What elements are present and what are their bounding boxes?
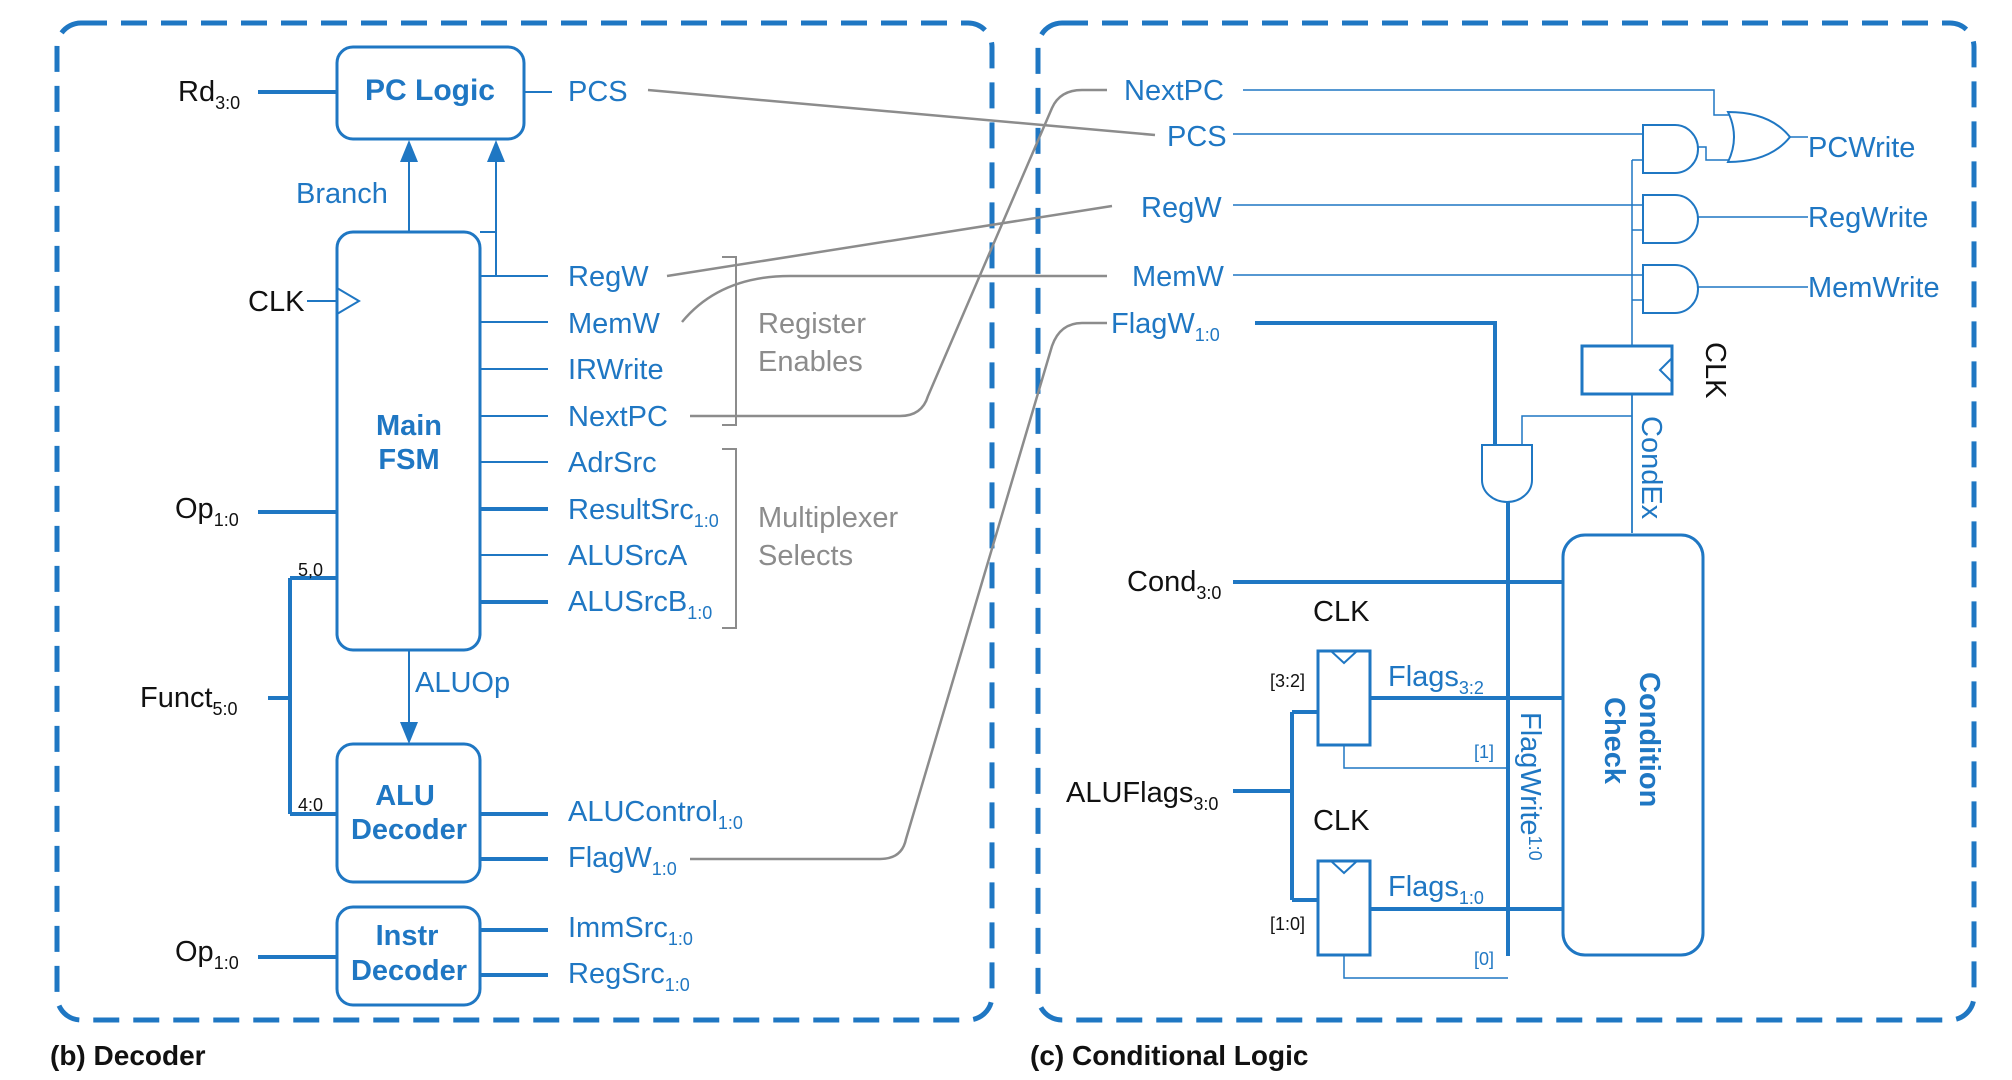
adrsrc-output-label: AdrSrc xyxy=(568,447,657,479)
rd-input-label: Rd3:0 xyxy=(178,76,240,113)
bits-32-label: [3:2] xyxy=(1270,671,1305,691)
main-fsm-label-2: FSM xyxy=(378,444,439,476)
flags32-ff-clock-triangle xyxy=(1330,650,1358,665)
condition-check-label-1: Condition xyxy=(1633,672,1665,807)
flagwrite-and-gate xyxy=(1481,444,1533,503)
pcwrite-or-gate xyxy=(1726,110,1792,164)
pcs-and-gate xyxy=(1642,124,1699,174)
resultsrc-output-label: ResultSrc1:0 xyxy=(568,494,719,531)
decoder-caption: (b) Decoder xyxy=(50,1040,206,1071)
cond-cond-label: Cond3:0 xyxy=(1127,566,1221,603)
regwrite-output-label: RegWrite xyxy=(1808,202,1928,234)
pcs-output-label: PCS xyxy=(568,76,628,108)
regsrc-output-label: RegSrc1:0 xyxy=(568,958,690,995)
register-enables-label-2: Enables xyxy=(758,346,863,378)
condition-check-label-2: Check xyxy=(1598,697,1630,785)
branch-label: Branch xyxy=(296,178,388,210)
nextpc-output-label: NextPC xyxy=(568,401,668,433)
bits-10-label: [1:0] xyxy=(1270,914,1305,934)
funct-bits-lo: 4:0 xyxy=(298,795,323,815)
decoder-panel-frame xyxy=(54,20,995,1023)
flags32-label: Flags3:2 xyxy=(1388,661,1484,698)
instr-decoder-label-2: Decoder xyxy=(351,955,467,987)
instr-decoder-block xyxy=(335,905,482,1007)
flagw-output-label: FlagW1:0 xyxy=(568,842,677,879)
decoder-wires xyxy=(258,90,552,977)
flags10-label: Flags1:0 xyxy=(1388,871,1484,908)
cond-flagw-label: FlagW1:0 xyxy=(1111,308,1220,345)
irwrite-output-label: IRWrite xyxy=(568,354,664,386)
alusrca-output-label: ALUSrcA xyxy=(568,540,688,572)
cond-aluflags-label: ALUFlags3:0 xyxy=(1066,777,1218,814)
main-fsm-label-1: Main xyxy=(376,410,442,442)
cond-regw-label: RegW xyxy=(1141,192,1222,224)
alucontrol-output-label: ALUControl1:0 xyxy=(568,796,743,833)
instr-decoder-label-1: Instr xyxy=(376,920,439,952)
pc-logic-label: PC Logic xyxy=(365,74,495,107)
condex-label: CondEx xyxy=(1635,416,1667,520)
register-enables-label-1: Register xyxy=(758,308,866,340)
fsm-clock-triangle xyxy=(336,287,361,315)
condex-flipflop xyxy=(1580,344,1674,396)
flagwrite-label: FlagWrite1:0 xyxy=(1514,712,1546,861)
alusrcb-output-label: ALUSrcB1:0 xyxy=(568,586,712,623)
memw-output-label: MemW xyxy=(568,308,660,340)
op2-input-label: Op1:0 xyxy=(175,936,239,973)
cond-pcs-label: PCS xyxy=(1167,121,1227,153)
flags32-clk-label: CLK xyxy=(1313,596,1370,628)
alu-decoder-label-1: ALU xyxy=(375,780,435,812)
memw-and-gate xyxy=(1642,264,1699,314)
memwrite-output-label: MemWrite xyxy=(1808,272,1940,304)
op-input-label: Op1:0 xyxy=(175,493,239,530)
bit-0-label: [0] xyxy=(1474,949,1494,969)
cond-wires xyxy=(1233,89,1808,979)
pc-logic-block xyxy=(335,45,526,141)
mux-selects-label-2: Selects xyxy=(758,540,853,572)
regw-and-gate xyxy=(1642,194,1699,244)
alu-decoder-block xyxy=(335,742,482,884)
flags10-flipflop xyxy=(1316,859,1372,957)
mux-selects-bracket xyxy=(722,448,737,629)
condex-ff-clock-triangle xyxy=(1658,357,1673,383)
flags10-ff-clock-triangle xyxy=(1330,860,1358,875)
flags32-flipflop xyxy=(1316,649,1372,747)
bit-1-label: [1] xyxy=(1474,742,1494,762)
condition-check-block xyxy=(1561,533,1705,957)
cross-panel-connectors xyxy=(647,88,1156,861)
condex-ff-clk-label: CLK xyxy=(1699,342,1731,399)
funct-bits-hi: 5,0 xyxy=(298,560,323,580)
cond-caption: (c) Conditional Logic xyxy=(1030,1040,1308,1071)
cond-memw-label: MemW xyxy=(1132,261,1224,293)
flags10-clk-label: CLK xyxy=(1313,805,1370,837)
cond-nextpc-label: NextPC xyxy=(1124,75,1224,107)
register-enables-bracket xyxy=(722,256,737,426)
regw-output-label: RegW xyxy=(568,261,649,293)
alu-decoder-label-2: Decoder xyxy=(351,814,467,846)
clk-input-label: CLK xyxy=(248,286,305,318)
mux-selects-label-1: Multiplexer xyxy=(758,502,899,534)
aluop-label: ALUOp xyxy=(415,667,510,699)
immsrc-output-label: ImmSrc1:0 xyxy=(568,912,693,949)
funct-input-label: Funct5:0 xyxy=(140,682,238,719)
pcwrite-output-label: PCWrite xyxy=(1808,132,1915,164)
main-fsm-block xyxy=(335,230,482,652)
cond-panel-frame xyxy=(1035,20,1977,1023)
